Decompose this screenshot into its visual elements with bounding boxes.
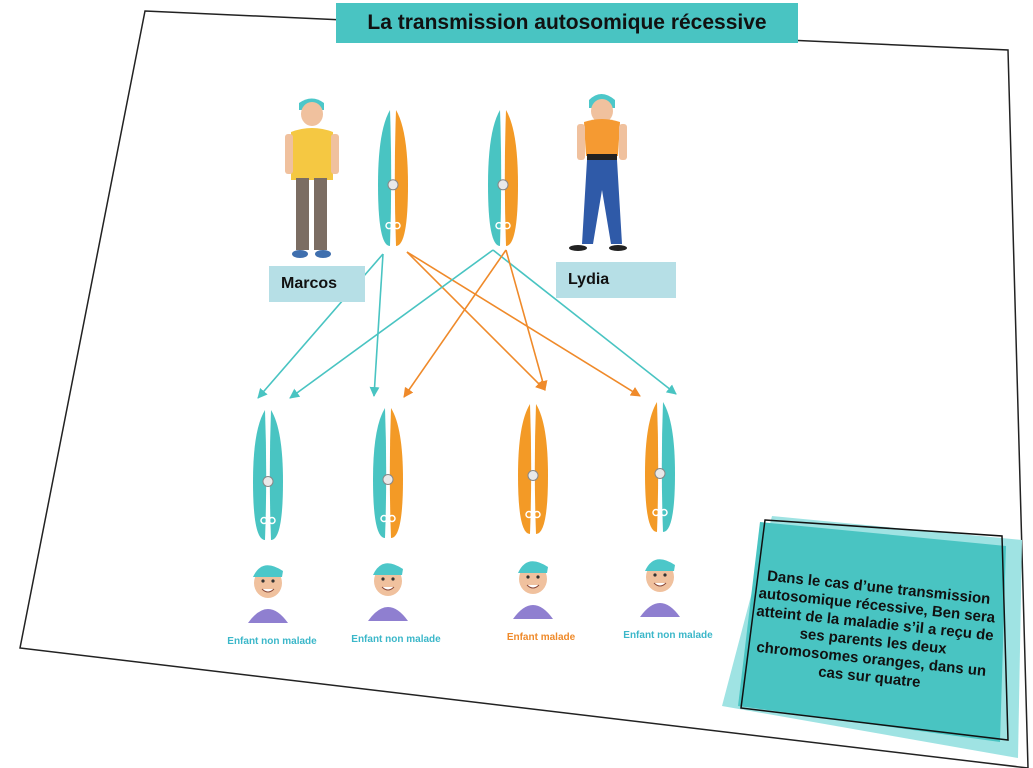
father-name-label: Marcos	[269, 266, 365, 302]
child-2-avatar	[368, 563, 408, 621]
child-4-label: Enfant non malade	[623, 630, 713, 641]
child-3-avatar	[513, 561, 553, 619]
inheritance-arrow-7	[403, 249, 507, 398]
father-chromosome-pair	[378, 110, 408, 246]
child-4-avatar	[640, 559, 680, 617]
father-figure	[285, 98, 339, 258]
child-3-chromosome-pair	[518, 404, 548, 534]
child-1-avatar	[248, 565, 288, 623]
inheritance-arrow-5	[289, 249, 494, 399]
inheritance-arrow-3	[406, 251, 546, 391]
inheritance-arrow-8	[505, 249, 548, 391]
mother-name-label: Lydia	[556, 262, 676, 298]
mother-figure	[569, 94, 627, 251]
mother-chromosome-pair	[488, 110, 518, 246]
child-4-chromosome-pair	[645, 402, 675, 532]
inheritance-arrow-2	[369, 253, 384, 397]
mother-name: Lydia	[568, 271, 610, 288]
child-2-label: Enfant non malade	[351, 634, 441, 645]
child-1-label: Enfant non malade	[227, 636, 317, 647]
father-name: Marcos	[281, 275, 338, 292]
inheritance-arrow-4	[406, 251, 641, 397]
note-text: Dans le cas d’une transmission autosomiq…	[755, 567, 996, 692]
inheritance-arrow-6	[492, 249, 677, 395]
child-3-label: Enfant malade	[506, 632, 576, 643]
page-title: La transmission autosomique récessive	[336, 3, 798, 43]
note-box	[722, 516, 1022, 758]
child-2-chromosome-pair	[373, 408, 403, 538]
child-1-chromosome-pair	[253, 410, 283, 540]
